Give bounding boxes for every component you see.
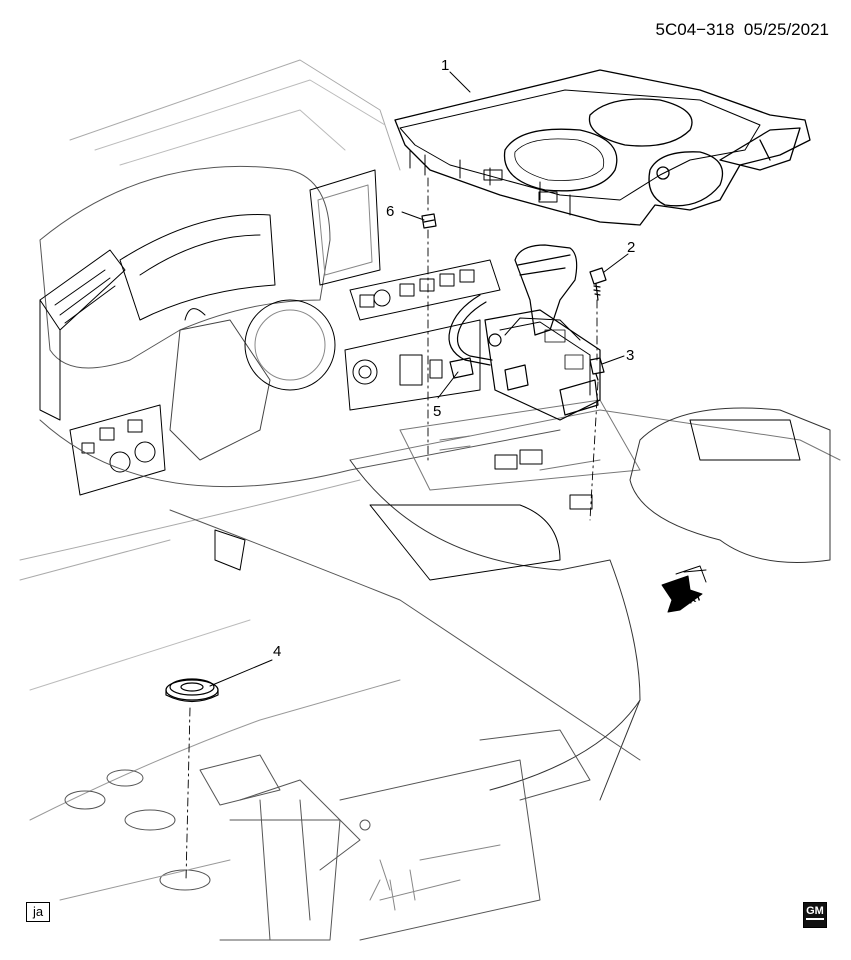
- callout-1: 1: [441, 57, 449, 74]
- floor-pan: [29, 619, 591, 941]
- part-4-plug-grommet: [165, 678, 219, 703]
- installation-guide-lines: [185, 177, 599, 881]
- callout-3: 3: [626, 347, 634, 364]
- diagram-date: 05/25/2021: [743, 20, 829, 39]
- callout-4: 4: [273, 643, 281, 660]
- diagram-code: 5C04−318: [655, 20, 735, 39]
- part-2-bolt: [589, 267, 607, 301]
- part-1-console-trim-plate: [394, 69, 811, 226]
- part-6-retainer-clip: [421, 213, 437, 229]
- front-direction-arrow-icon: [661, 565, 707, 613]
- callout-5: 5: [433, 403, 441, 420]
- gm-logo-text: GM: [806, 904, 824, 920]
- callout-2: 2: [627, 239, 635, 256]
- part-5-wiring-connector: [448, 294, 493, 379]
- callout-6: 6: [386, 203, 394, 220]
- illustrator-tag: ja: [26, 902, 50, 922]
- diagram-header: 5C04−318 05/25/2021: [656, 20, 829, 40]
- gm-logo-icon: GM: [803, 902, 827, 928]
- callout-leaders: [209, 71, 629, 687]
- shifter-module: [484, 244, 601, 421]
- instrument-panel: [19, 59, 561, 561]
- center-console-body: [19, 399, 841, 801]
- part-3-bolt: [589, 357, 605, 381]
